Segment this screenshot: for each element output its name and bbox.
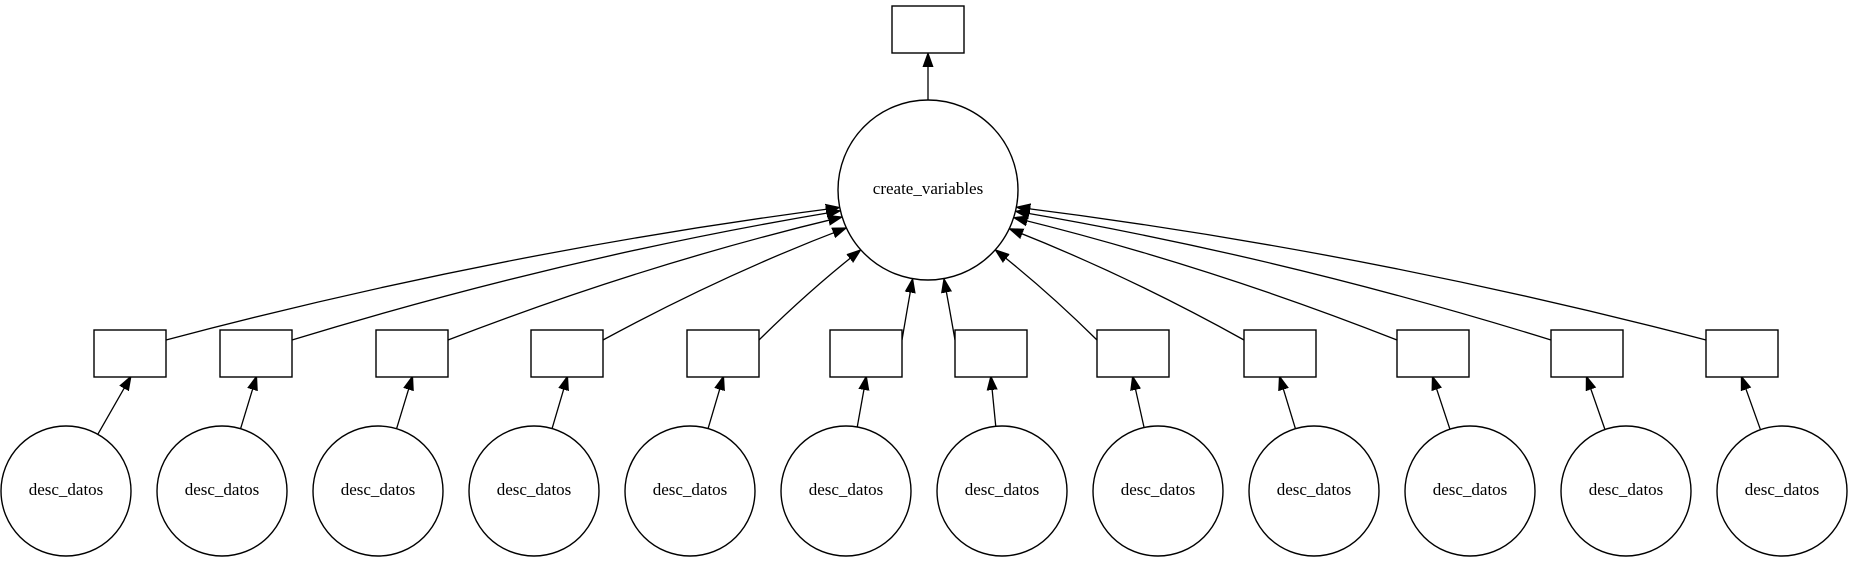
- desc-datos-node[interactable]: desc_datos: [1092, 425, 1224, 557]
- desc-datos-node[interactable]: desc_datos: [624, 425, 756, 557]
- input-nodes: desc_datos desc_datos desc_datos desc_datos…: [0, 329, 1848, 557]
- desc-datos-label: desc_datos: [1433, 480, 1508, 499]
- desc-datos-node[interactable]: desc_datos: [468, 425, 600, 557]
- edge-result-to-root: [602, 229, 844, 341]
- desc-datos-label: desc_datos: [29, 480, 104, 499]
- edge-result-to-root: [1011, 229, 1245, 341]
- desc-datos-node[interactable]: desc_datos: [156, 425, 288, 557]
- edge-result-to-root: [901, 281, 912, 341]
- result-node[interactable]: [1550, 329, 1624, 378]
- desc-datos-label: desc_datos: [1277, 480, 1352, 499]
- desc-datos-label: desc_datos: [185, 480, 260, 499]
- desc-datos-label: desc_datos: [809, 480, 884, 499]
- edge-result-to-root: [1016, 218, 1398, 341]
- output-node[interactable]: [891, 5, 965, 54]
- edge-task-to-result: [1587, 378, 1606, 430]
- create-variables-node[interactable]: create_variables: [837, 99, 1019, 281]
- desc-datos-node[interactable]: desc_datos: [1560, 425, 1692, 557]
- result-node[interactable]: [1096, 329, 1170, 378]
- desc-datos-label: desc_datos: [1589, 480, 1664, 499]
- desc-datos-node[interactable]: desc_datos: [1716, 425, 1848, 557]
- edge-task-to-result: [1433, 378, 1451, 430]
- result-node[interactable]: [1243, 329, 1317, 378]
- desc-datos-node[interactable]: desc_datos: [780, 425, 912, 557]
- edge-result-to-root: [1017, 212, 1552, 341]
- edge-task-to-result: [707, 378, 723, 429]
- edge-result-to-root: [944, 281, 956, 341]
- edge-task-to-result: [1742, 378, 1762, 430]
- desc-datos-node[interactable]: desc_datos: [1248, 425, 1380, 557]
- edges: [97, 207, 1762, 435]
- edge-result-to-root: [291, 211, 838, 341]
- result-node[interactable]: [954, 329, 1028, 378]
- result-node[interactable]: [530, 329, 604, 378]
- desc-datos-label: desc_datos: [653, 480, 728, 499]
- result-node[interactable]: [219, 329, 293, 378]
- desc-datos-label: desc_datos: [497, 480, 572, 499]
- result-node[interactable]: [93, 329, 167, 378]
- desc-datos-label: desc_datos: [1121, 480, 1196, 499]
- result-node[interactable]: [1396, 329, 1470, 378]
- edge-task-to-result: [239, 378, 256, 429]
- desc-datos-node[interactable]: desc_datos: [1404, 425, 1536, 557]
- result-node[interactable]: [375, 329, 449, 378]
- desc-datos-node[interactable]: desc_datos: [312, 425, 444, 557]
- edge-task-to-result: [856, 378, 866, 428]
- create-variables-label: create_variables: [873, 179, 983, 198]
- edge-result-to-root: [165, 208, 838, 341]
- desc-datos-label: desc_datos: [1745, 480, 1820, 499]
- result-node[interactable]: [829, 329, 903, 378]
- edge-result-to-root: [758, 251, 859, 341]
- desc-datos-label: desc_datos: [341, 480, 416, 499]
- desc-datos-node[interactable]: desc_datos: [0, 425, 132, 557]
- edge-task-to-result: [1280, 378, 1297, 429]
- edge-task-to-result: [97, 378, 130, 435]
- edge-task-to-result: [991, 378, 996, 427]
- edge-task-to-result: [395, 378, 412, 429]
- desc-datos-label: desc_datos: [965, 480, 1040, 499]
- result-node[interactable]: [686, 329, 760, 378]
- edge-result-to-root: [1018, 207, 1707, 341]
- edge-task-to-result: [551, 378, 567, 429]
- result-node[interactable]: [1705, 329, 1779, 378]
- edge-task-to-result: [1133, 378, 1145, 428]
- edge-result-to-root: [447, 217, 840, 341]
- edge-result-to-root: [997, 251, 1098, 341]
- desc-datos-node[interactable]: desc_datos: [936, 425, 1068, 557]
